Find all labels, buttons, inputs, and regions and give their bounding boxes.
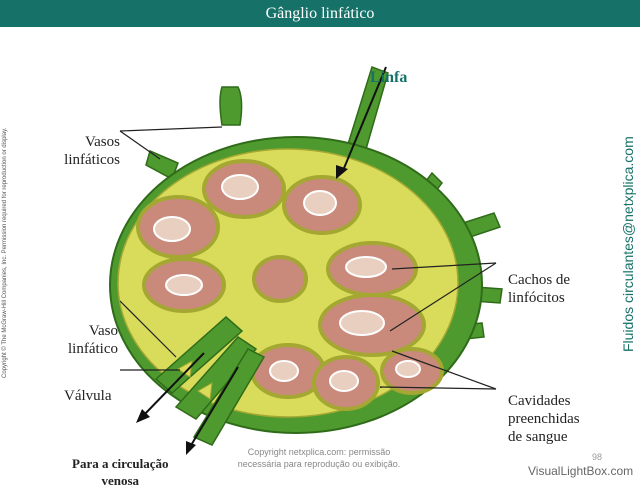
label-lymphatic-vessel-line2: linfático	[68, 341, 118, 357]
brand-text: Fluidos circulantes@netxplica.com	[620, 136, 636, 352]
watermark: VisualLightBox.com	[528, 464, 634, 478]
label-venous-circulation: Para a circulação venosa	[72, 455, 169, 489]
lymph-node-illustration	[109, 66, 503, 455]
label-lymphatic-vessel: Vaso linfático	[60, 322, 118, 358]
label-blood-cavities-line1: Cavidades	[508, 393, 571, 409]
label-blood-cavities-line2: preenchidas	[508, 411, 580, 427]
label-valve: Válvula	[64, 388, 112, 404]
label-venous-circulation-line2: venosa	[101, 473, 140, 488]
lymph-node-diagram: Linfa Vasos linfáticos Vaso linfático Vá…	[0, 27, 640, 488]
page-number: 98	[592, 452, 603, 462]
permission-note: Copyright netxplica.com: permissão neces…	[224, 446, 414, 470]
lymphocyte-clusters	[153, 174, 421, 392]
permission-note-line2: necessária para reprodução ou exibição.	[237, 459, 401, 469]
sinus-compartments	[136, 159, 444, 411]
permission-note-line1: Copyright netxplica.com: permissão	[247, 447, 391, 457]
page-title: Gânglio linfático	[265, 5, 375, 22]
efferent-vessels	[154, 316, 266, 446]
label-lymphatic-vessels-line2: linfáticos	[64, 152, 120, 168]
label-lymphocyte-clusters-line2: linfócitos	[508, 290, 565, 306]
label-blood-cavities: Cavidades preenchidas de sangue	[508, 392, 580, 446]
label-lymphocyte-clusters: Cachos de linfócitos	[508, 271, 570, 307]
copyright-notice: Copyright © The McGraw-Hill Companies, I…	[2, 127, 8, 378]
label-blood-cavities-line3: de sangue	[508, 429, 568, 445]
label-lymphatic-vessels-line1: Vasos	[84, 134, 120, 150]
leader-lines	[119, 126, 497, 390]
label-lymphatic-vessel-line1: Vaso	[88, 323, 118, 339]
title-bar: Gânglio linfático	[0, 0, 640, 27]
label-lymphatic-vessels: Vasos linfáticos	[56, 133, 120, 169]
label-lymph: Linfa	[370, 69, 408, 86]
label-lymphocyte-clusters-line1: Cachos de	[508, 272, 571, 288]
arrowheads	[136, 165, 348, 455]
label-venous-circulation-line1: Para a circulação	[72, 456, 169, 471]
flow-arrows	[141, 66, 387, 448]
valve	[177, 360, 213, 400]
